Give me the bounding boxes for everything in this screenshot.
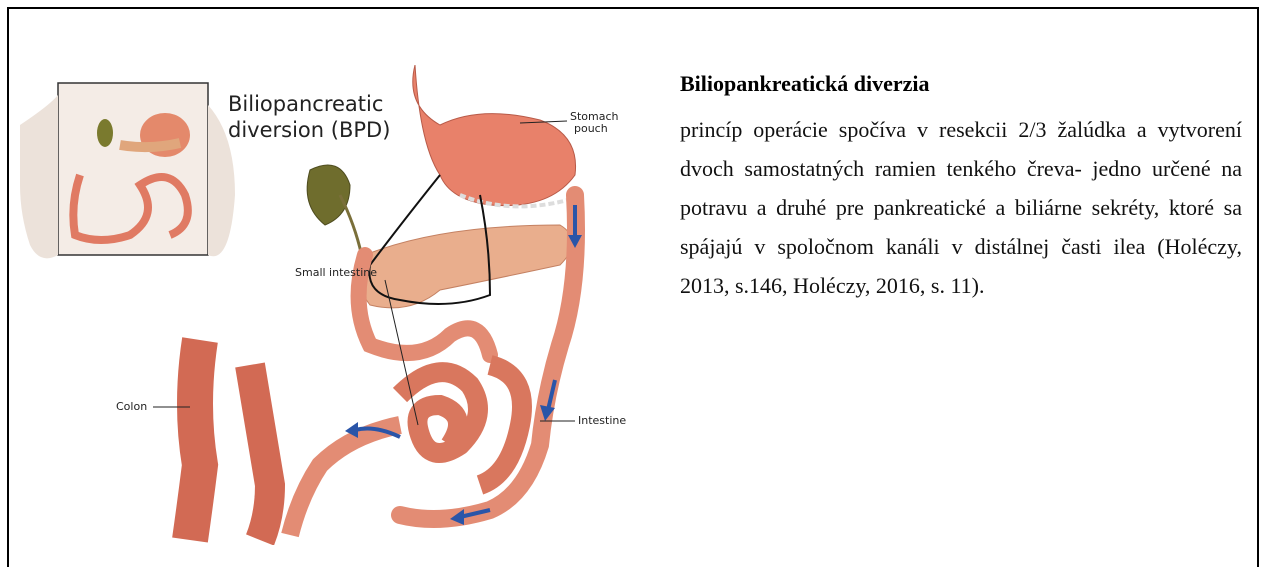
common-channel (290, 425, 400, 535)
stomach-pouch-label: Stomach pouch (570, 111, 619, 135)
bpd-illustration: Biliopancreatic diversion (BPD) Stomach … (20, 65, 660, 545)
colon-label: Colon (116, 401, 147, 413)
inset-torso-left (20, 95, 58, 258)
description-block: Biliopankreatická diverzia princíp operá… (680, 70, 1242, 305)
figure-title-line1: Biliopancreatic (228, 91, 390, 117)
figure-title: Biliopancreatic diversion (BPD) (228, 91, 390, 143)
colon-right (250, 365, 270, 540)
small-intestine-label: Small intestine (295, 267, 377, 279)
gallbladder (307, 165, 350, 225)
section-paragraph: princíp operácie spočíva v resekcii 2/3 … (680, 110, 1242, 305)
inset-gallbladder (97, 119, 113, 147)
small-intestine-coil-2 (480, 365, 522, 485)
inset-pancreas (120, 143, 180, 147)
section-heading: Biliopankreatická diverzia (680, 70, 1242, 98)
stomach-pouch-label-line2: pouch (570, 123, 619, 135)
figure-title-line2: diversion (BPD) (228, 117, 390, 143)
stomach-pouch (413, 65, 576, 206)
colon-left (190, 340, 200, 540)
intestine-label: Intestine (578, 415, 626, 427)
small-intestine-coil (400, 372, 478, 453)
